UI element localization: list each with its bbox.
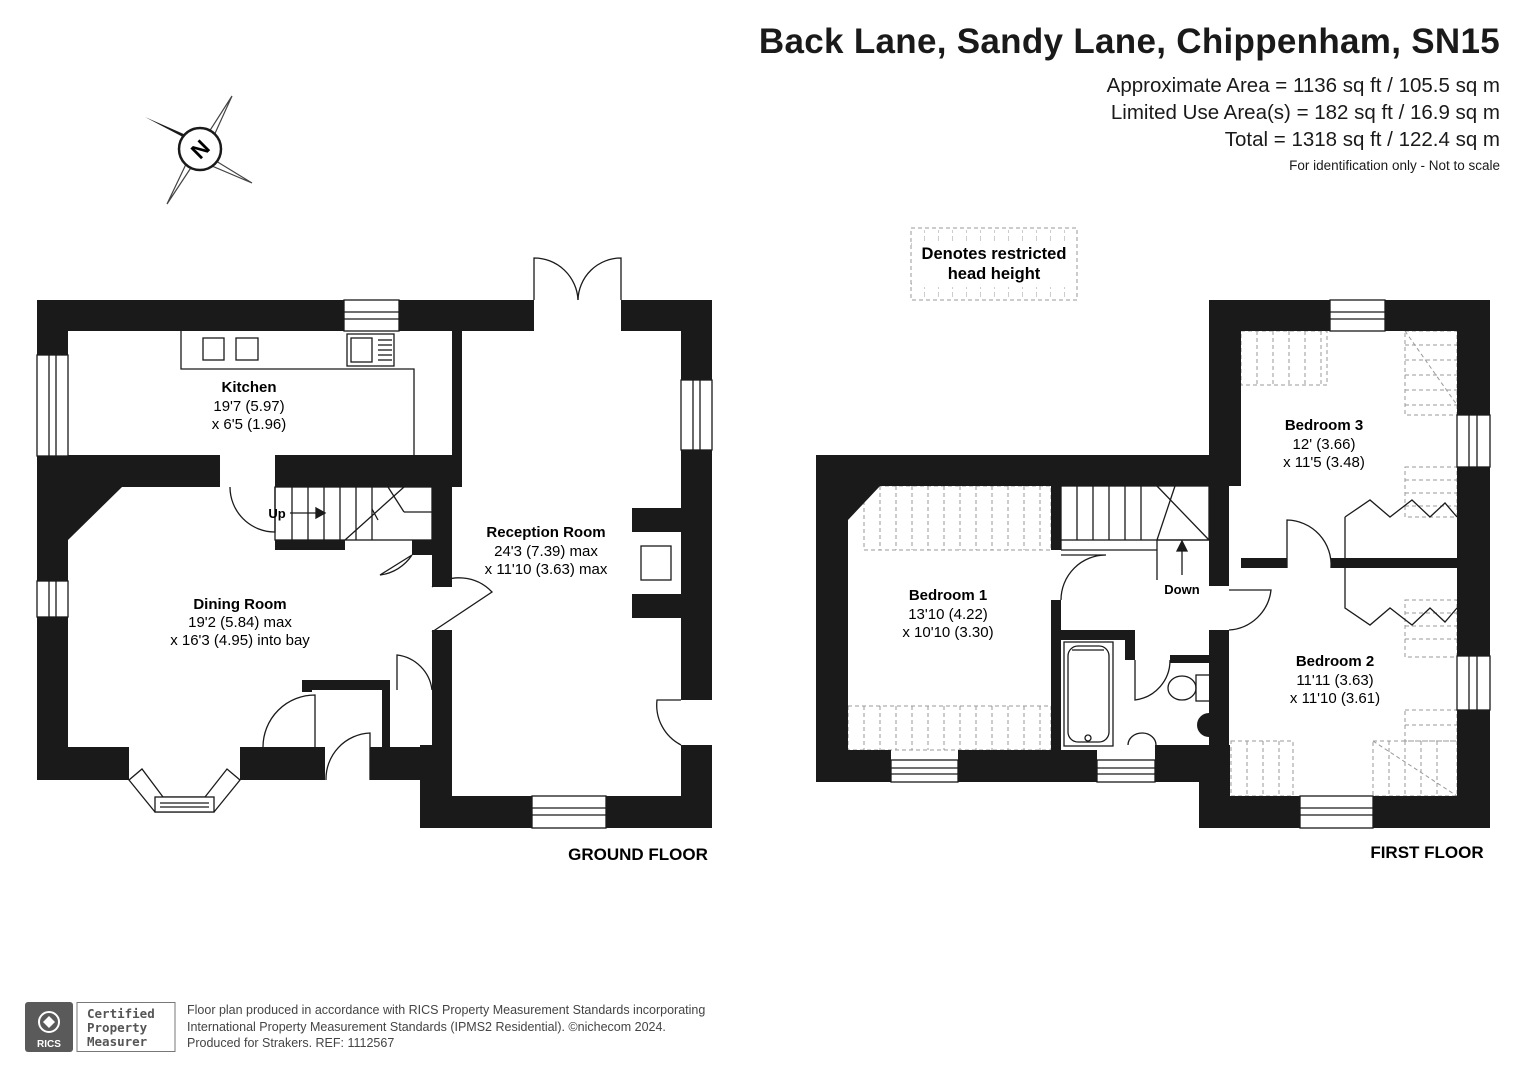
footer-disclaimer: Floor plan produced in accordance with R… xyxy=(187,1002,705,1052)
reception-room-name: Reception Room xyxy=(486,524,605,541)
compass-rose-icon: N xyxy=(145,95,253,205)
dining-room-dim-1: 19'2 (5.84) max xyxy=(188,614,292,631)
first-floor-label: FIRST FLOOR xyxy=(1370,843,1483,862)
ground-floor-fixtures xyxy=(36,257,713,829)
bedroom-2-dim-2: x 11'10 (3.61) xyxy=(1290,690,1380,707)
limited-use-area: Limited Use Area(s) = 182 sq ft / 16.9 s… xyxy=(1110,101,1500,124)
approximate-area: Approximate Area = 1136 sq ft / 105.5 sq… xyxy=(1106,74,1500,97)
kitchen-name: Kitchen xyxy=(221,379,276,396)
ground-floor-plan xyxy=(37,300,712,828)
ground-floor-label: GROUND FLOOR xyxy=(568,845,708,864)
footer-line-1: Floor plan produced in accordance with R… xyxy=(187,1003,706,1017)
bedroom-2-name: Bedroom 2 xyxy=(1296,653,1374,670)
restricted-height-legend: Denotes restricted head height xyxy=(910,227,1078,301)
badge-org: RICS xyxy=(37,1039,61,1050)
first-floor-plan xyxy=(816,300,1490,828)
bedroom-1-name: Bedroom 1 xyxy=(909,587,987,604)
badge-line-1: Certified xyxy=(87,1006,155,1021)
badge-line-3: Measurer xyxy=(87,1034,148,1049)
first-floor-labels: Bedroom 1 13'10 (4.22) x 10'10 (3.30) Be… xyxy=(902,417,1483,862)
bedroom-1-dim-1: 13'10 (4.22) xyxy=(908,606,988,623)
reception-room-dim-2: x 11'10 (3.63) max xyxy=(485,561,608,578)
kitchen-dim-1: 19'7 (5.97) xyxy=(213,398,284,415)
bedroom-1-dim-2: x 10'10 (3.30) xyxy=(902,624,993,641)
kitchen-dim-2: x 6'5 (1.96) xyxy=(212,416,287,433)
bedroom-3-dim-1: 12' (3.66) xyxy=(1293,436,1356,453)
bedroom-3-name: Bedroom 3 xyxy=(1285,417,1363,434)
first-floor-fixtures xyxy=(890,299,1491,829)
ground-floor-labels: Kitchen 19'7 (5.97) x 6'5 (1.96) Dining … xyxy=(170,379,708,864)
dining-room-name: Dining Room xyxy=(193,596,286,613)
footer-line-3: Produced for Strakers. REF: 1112567 xyxy=(187,1036,395,1050)
first-floor-restricted-areas xyxy=(847,330,1458,797)
stairs-down-label: Down xyxy=(1164,582,1199,597)
stairs-up-label: Up xyxy=(268,506,285,521)
badge-line-2: Property xyxy=(87,1020,148,1035)
rics-certified-badge: RICS Certified Property Measurer xyxy=(25,1002,176,1052)
reception-room-dim-1: 24'3 (7.39) max xyxy=(494,543,598,560)
bedroom-2-dim-1: 11'11 (3.63) xyxy=(1296,672,1373,689)
legend-line-1: Denotes restricted xyxy=(922,245,1067,263)
total-area: Total = 1318 sq ft / 122.4 sq m xyxy=(1224,128,1500,151)
legend-line-2: head height xyxy=(948,265,1041,283)
bedroom-3-dim-2: x 11'5 (3.48) xyxy=(1283,454,1365,471)
footer-line-2: International Property Measurement Stand… xyxy=(187,1019,666,1034)
dining-room-dim-2: x 16'3 (4.95) into bay xyxy=(170,632,310,649)
property-address-title: Back Lane, Sandy Lane, Chippenham, SN15 xyxy=(758,22,1500,61)
scale-note: For identification only - Not to scale xyxy=(1289,158,1500,173)
